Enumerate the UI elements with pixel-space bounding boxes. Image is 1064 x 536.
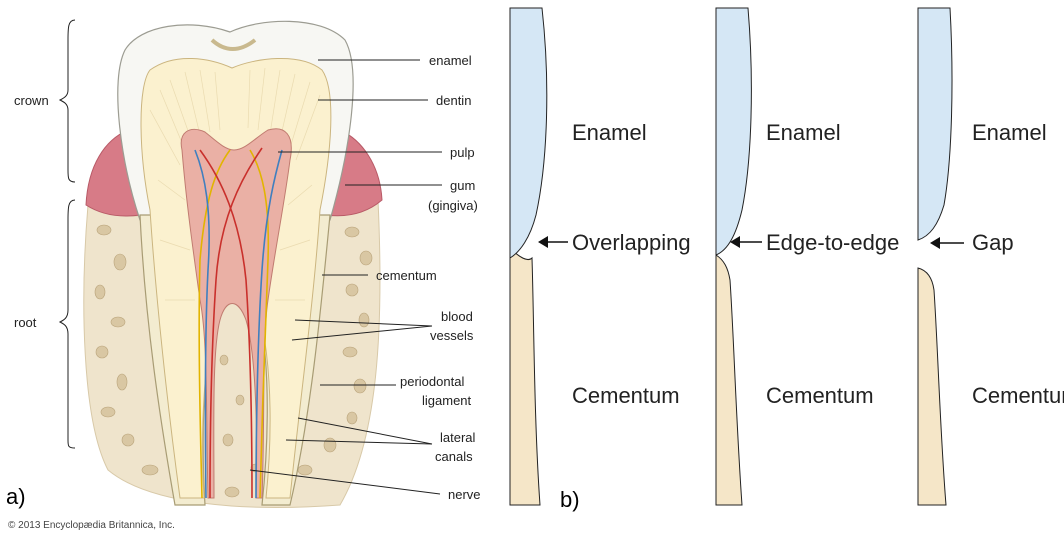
label-dentin: dentin — [436, 93, 471, 108]
tooth-part-labels: enamel dentin pulp gum (gingiva) cementu… — [376, 53, 481, 502]
junction-edge-to-edge: Enamel Edge-to-edge Cementum — [716, 8, 899, 505]
junction-type-3: Gap — [972, 230, 1014, 255]
enamel-text-3: Enamel — [972, 120, 1047, 145]
label-ligament: ligament — [422, 393, 472, 408]
label-cementum: cementum — [376, 268, 437, 283]
label-periodontal: periodontal — [400, 374, 464, 389]
enamel-strip-3 — [918, 8, 952, 240]
cementum-strip-1 — [510, 248, 540, 505]
junction-type-1: Overlapping — [572, 230, 691, 255]
label-vessels: vessels — [430, 328, 474, 343]
label-lateral: lateral — [440, 430, 476, 445]
junction-gap: Enamel Gap Cementum — [918, 8, 1064, 505]
root-bracket — [60, 200, 75, 448]
label-gum: gum — [450, 178, 475, 193]
crown-bracket — [60, 20, 75, 182]
cementum-strip-2 — [716, 255, 742, 505]
enamel-strip-1 — [510, 8, 547, 258]
label-pulp: pulp — [450, 145, 475, 160]
label-blood: blood — [441, 309, 473, 324]
panel-b-label: b) — [560, 487, 580, 512]
cementum-strip-3 — [918, 268, 946, 505]
crown-label: crown — [14, 93, 49, 108]
cementum-text-3: Cementum — [972, 383, 1064, 408]
panel-a-label: a) — [6, 484, 26, 509]
cementum-text-1: Cementum — [572, 383, 680, 408]
label-enamel: enamel — [429, 53, 472, 68]
junction-type-2: Edge-to-edge — [766, 230, 899, 255]
panel-a: crown root enamel dentin pulp gum (gingi… — [6, 20, 481, 531]
cementum-text-2: Cementum — [766, 383, 874, 408]
panel-b: Enamel Overlapping Cementum Enamel Edge-… — [510, 8, 1064, 512]
enamel-text-1: Enamel — [572, 120, 647, 145]
enamel-strip-2 — [716, 8, 751, 255]
copyright-notice: © 2013 Encyclopædia Britannica, Inc. — [8, 520, 175, 531]
label-nerve: nerve — [448, 487, 481, 502]
enamel-text-2: Enamel — [766, 120, 841, 145]
label-gingiva: (gingiva) — [428, 198, 478, 213]
label-canals: canals — [435, 449, 473, 464]
junction-overlapping: Enamel Overlapping Cementum — [510, 8, 691, 505]
root-label: root — [14, 315, 37, 330]
